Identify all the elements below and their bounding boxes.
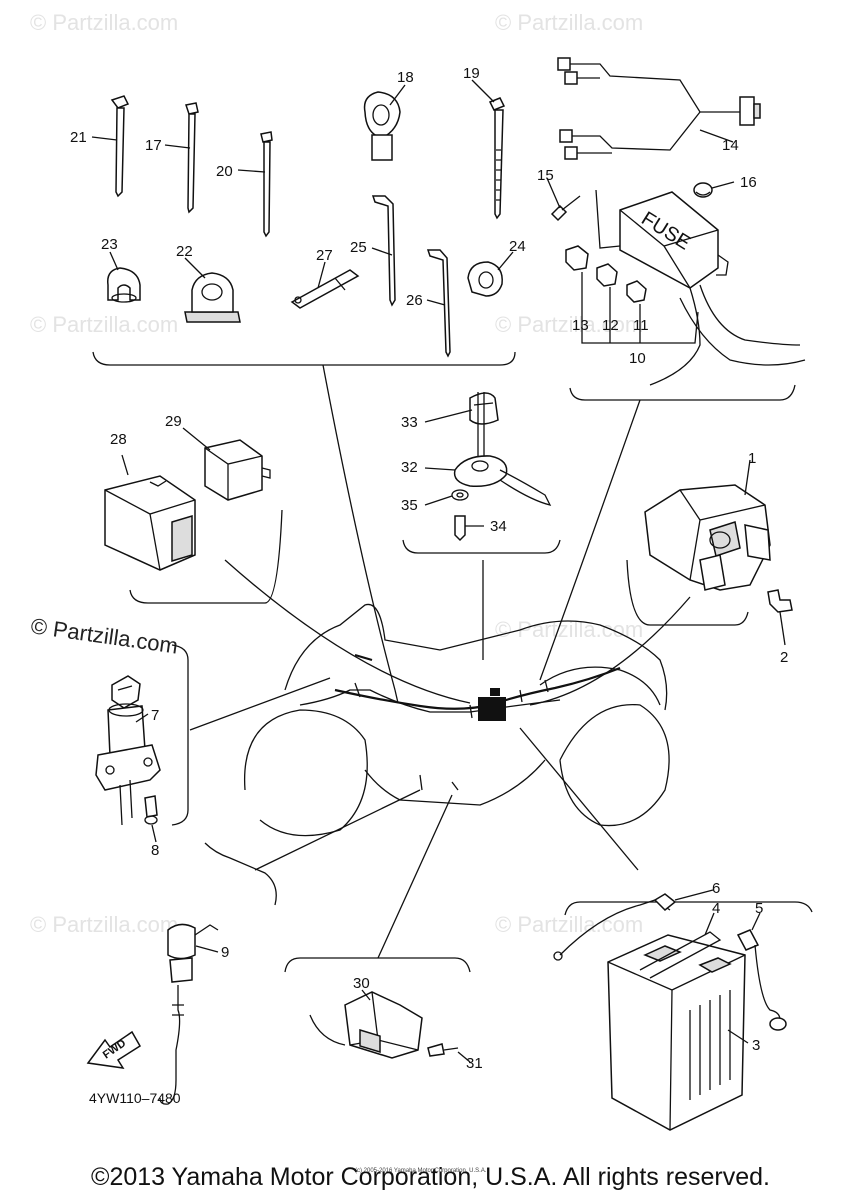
- callout-21: 21: [70, 129, 87, 146]
- callout-4: 4: [712, 900, 720, 917]
- callout-26: 26: [406, 292, 423, 309]
- callout-29: 29: [165, 413, 182, 430]
- callout-14: 14: [722, 137, 739, 154]
- leader-lines: [189, 364, 691, 959]
- callout-19: 19: [463, 65, 480, 82]
- callout-3: 3: [752, 1037, 760, 1054]
- callout-16: 16: [740, 174, 757, 191]
- callout-13: 13: [572, 317, 589, 334]
- fwd-arrow: FWD: [86, 1030, 142, 1069]
- callout-35: 35: [401, 497, 418, 514]
- callout-33: 32: [401, 459, 418, 476]
- callout-25: 25: [350, 239, 367, 256]
- watermark: © Partzilla.com: [30, 10, 178, 35]
- callout-10: 10: [629, 350, 646, 367]
- callout-28: 28: [110, 431, 127, 448]
- callout-32: 33: [401, 414, 418, 431]
- callout-20: 20: [216, 163, 233, 180]
- callout-17: 17: [145, 137, 162, 154]
- callout-6: 6: [712, 880, 720, 897]
- callout-1: 1: [748, 450, 756, 467]
- callout-7: 7: [151, 707, 159, 724]
- small-credit: (c) 2005-2016 Yamaha Motor Corporation, …: [355, 1168, 487, 1174]
- watermark: © Partzilla.com: [30, 312, 178, 337]
- group-brackets: [92, 351, 813, 973]
- callout-11: 11: [633, 317, 649, 334]
- callout-18: 18: [397, 69, 414, 86]
- relay: [204, 439, 271, 501]
- battery: [553, 893, 787, 1131]
- solenoid: [309, 991, 459, 1059]
- callout-24: 24: [509, 238, 526, 255]
- callout-22: 22: [176, 243, 193, 260]
- callout-5: 5: [755, 900, 763, 917]
- cable-clamps: [107, 261, 503, 323]
- callouts: 1 2 3 4 5 6 7 8 9 10 11 12 13 14 15 16 1…: [70, 65, 788, 1072]
- callout-15: 15: [537, 167, 554, 184]
- watermark: © Partzilla.com: [495, 912, 643, 937]
- callout-12: 12: [602, 317, 619, 334]
- starter-relay: [644, 484, 793, 613]
- watermark-main: © Partzilla.com: [29, 613, 179, 658]
- oil-level-switch: [159, 923, 219, 1105]
- fuse-box: FUSE: [550, 182, 806, 386]
- sub-harness: [557, 57, 761, 160]
- watermark: © Partzilla.com: [30, 912, 178, 937]
- callout-8: 8: [151, 842, 159, 859]
- copyright-notice: ©2013 Yamaha Motor Corporation, U.S.A. A…: [91, 1163, 770, 1191]
- callout-27: 27: [316, 247, 333, 264]
- diagram-code: 4YW110–7480: [89, 1090, 181, 1106]
- callout-30: 30: [353, 975, 370, 992]
- callout-9: 9: [221, 944, 229, 961]
- watermark: © Partzilla.com: [495, 312, 643, 337]
- flasher-relay: [104, 475, 196, 571]
- watermark: © Partzilla.com: [495, 10, 643, 35]
- motorcycle-outline: [243, 603, 670, 837]
- callout-23: 23: [101, 236, 118, 253]
- callout-34: 34: [490, 518, 507, 535]
- main-switch: [95, 675, 161, 826]
- neutral-switch: [451, 392, 552, 542]
- callout-2: 2: [780, 649, 788, 666]
- callout-31: 31: [466, 1055, 483, 1072]
